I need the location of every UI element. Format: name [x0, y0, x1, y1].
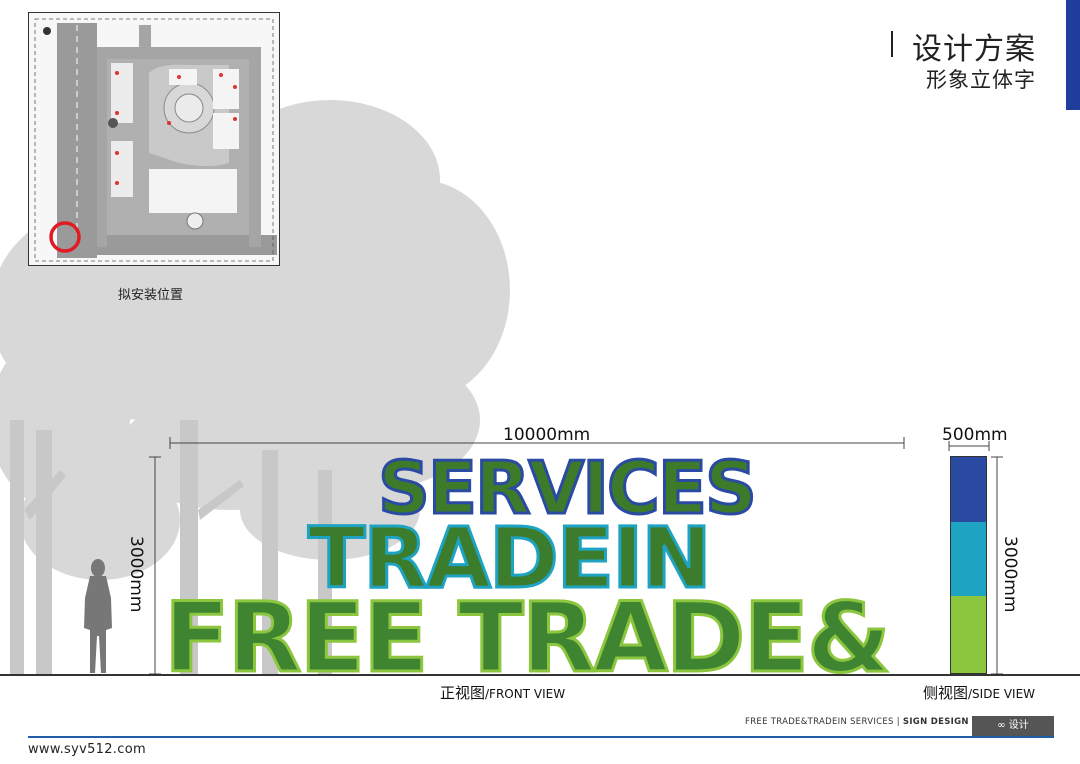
front-width-label: 10000mm — [503, 425, 591, 445]
footer-tagline: FREE TRADE&TRADEIN SERVICES | SIGN DESIG… — [745, 717, 969, 727]
sign-word-services: SERVICES — [377, 446, 759, 530]
blue-corner-tab — [1066, 0, 1080, 110]
side-segment-top — [951, 457, 986, 522]
front-width-dimension-line — [169, 437, 905, 449]
person-scale-figure — [84, 559, 112, 673]
side-width-dimension-line — [948, 441, 990, 451]
side-segment-bottom — [951, 596, 986, 673]
footer-divider — [28, 736, 1054, 738]
front-view-label-cn: 正视图 — [440, 684, 486, 702]
site-map-drawing — [29, 13, 279, 265]
page-title: 设计方案 — [912, 32, 1036, 67]
ground-line — [0, 674, 1080, 676]
side-view-label-cn: 侧视图 — [923, 684, 969, 702]
side-height-label: 3000mm — [1000, 536, 1020, 613]
side-segment-middle — [951, 522, 986, 596]
front-height-dimension-line — [149, 456, 161, 675]
front-view-label: 正视图/FRONT VIEW — [440, 682, 565, 703]
side-view-label-en: /SIDE VIEW — [968, 687, 1036, 701]
site-map — [28, 12, 280, 266]
sign-word-tradein: TRADEIN — [307, 509, 714, 607]
footer-tagline-text: FREE TRADE&TRADEIN SERVICES | — [745, 717, 900, 727]
side-view-label: 侧视图/SIDE VIEW — [923, 682, 1035, 703]
title-divider — [891, 31, 893, 57]
side-view-block — [950, 456, 987, 674]
front-height-label: 3000mm — [126, 536, 146, 613]
footer-logo: ∞ 设计 — [972, 716, 1054, 736]
site-map-caption: 拟安装位置 — [118, 288, 184, 303]
footer-tagline-bold: SIGN DESIGN — [902, 717, 969, 727]
sign-word-free-trade: FREE TRADE& — [163, 582, 893, 694]
side-width-label: 500mm — [942, 425, 1008, 445]
website-url: www.syv512.com — [28, 742, 146, 757]
page-subtitle: 形象立体字 — [926, 68, 1036, 92]
front-view-label-en: /FRONT VIEW — [485, 687, 566, 701]
